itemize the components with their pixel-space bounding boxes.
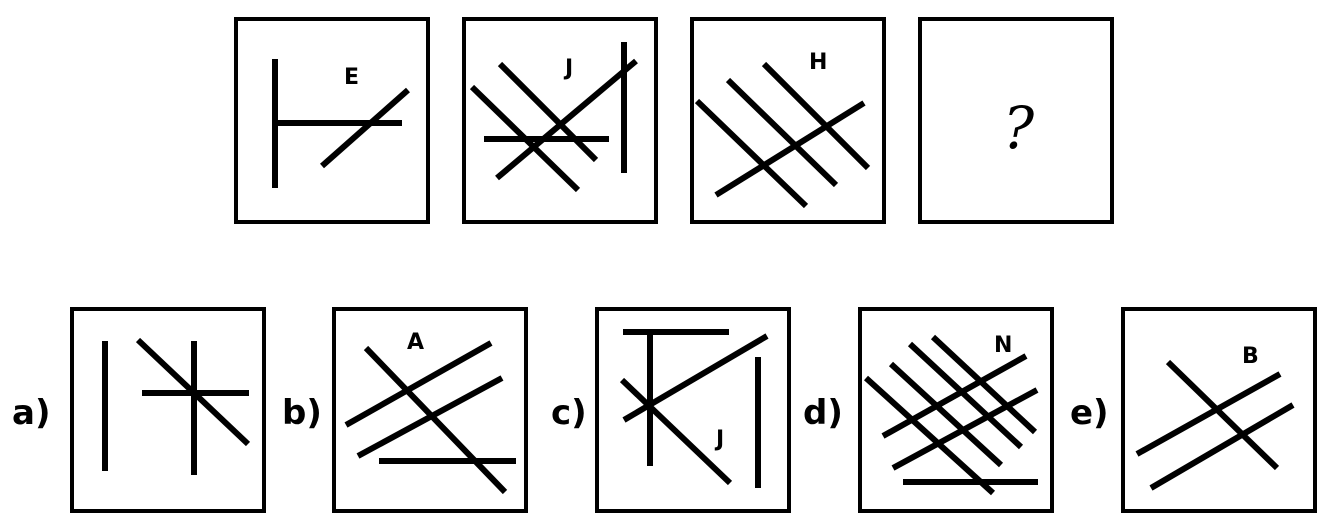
option-label-b: b) <box>282 393 322 433</box>
panel-frame <box>918 17 1114 224</box>
line <box>907 341 1024 450</box>
line <box>363 345 508 495</box>
line <box>930 334 1038 435</box>
answer-option-e[interactable]: B <box>1121 307 1317 513</box>
line <box>495 58 638 181</box>
panel-letter: H <box>809 50 827 75</box>
panel-letter: J <box>563 56 573 81</box>
option-letter: J <box>714 427 724 452</box>
answer-option-a[interactable] <box>70 307 266 513</box>
line <box>761 61 871 171</box>
line <box>881 353 1028 439</box>
option-label-c: c) <box>551 393 587 433</box>
question-panel-1: E <box>234 17 430 224</box>
option-label-e: e) <box>1070 393 1109 433</box>
line <box>1135 371 1282 457</box>
line <box>863 375 996 496</box>
line <box>888 361 1004 468</box>
option-frame[interactable] <box>858 307 1054 513</box>
option-label-d: d) <box>803 393 843 433</box>
line <box>356 375 504 459</box>
question-mark: ? <box>1003 94 1035 162</box>
answer-option-b[interactable]: A <box>332 307 528 513</box>
line <box>694 98 809 209</box>
line <box>344 340 493 428</box>
line <box>619 377 733 486</box>
question-panel-2: J <box>462 17 658 224</box>
option-letter: A <box>407 330 424 355</box>
option-frame[interactable] <box>70 307 266 513</box>
option-letter: N <box>994 333 1012 358</box>
line <box>320 87 410 169</box>
panel-letter: E <box>344 65 359 90</box>
option-letter: B <box>1242 344 1259 369</box>
question-panel-3: H <box>690 17 886 224</box>
line <box>1149 402 1295 491</box>
line <box>135 337 251 447</box>
option-label-a: a) <box>12 393 50 433</box>
line <box>1165 359 1280 471</box>
line <box>891 387 1039 471</box>
line <box>725 77 839 188</box>
answer-option-d[interactable]: N <box>858 307 1054 513</box>
question-panel-4: ? <box>918 17 1114 224</box>
line <box>714 100 866 198</box>
line <box>497 61 599 163</box>
answer-option-c[interactable]: J <box>595 307 791 513</box>
